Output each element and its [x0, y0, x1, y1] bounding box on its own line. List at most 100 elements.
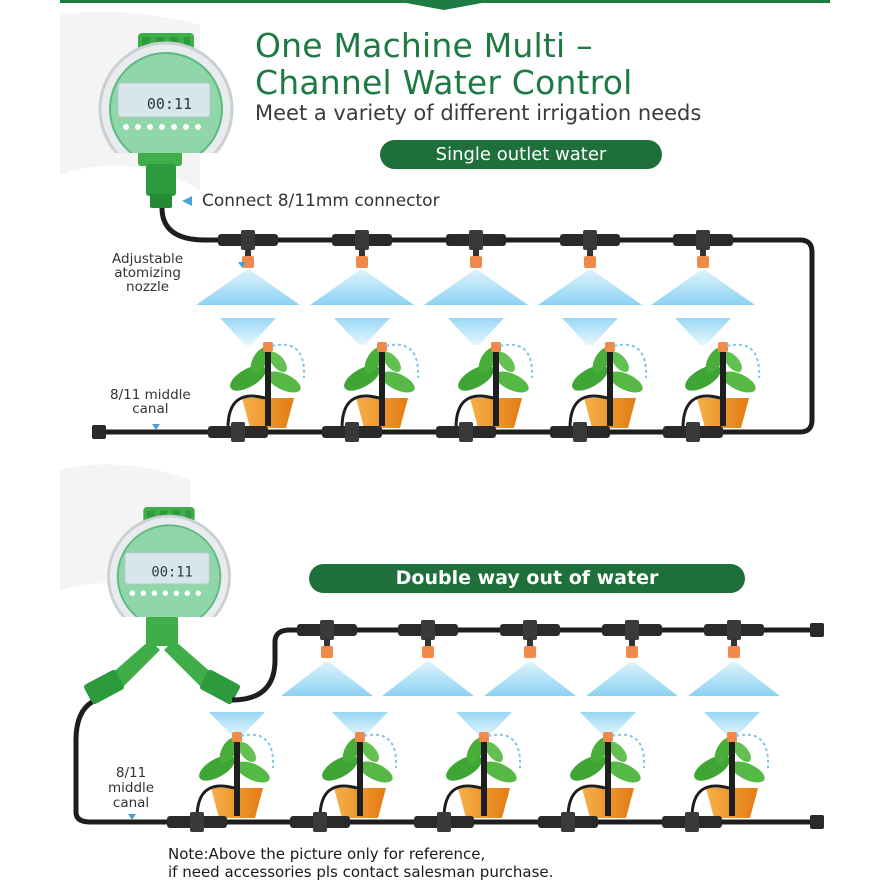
- nozzle-stem: [527, 638, 533, 646]
- drip-stake: [729, 738, 735, 816]
- stake-nozzle: [377, 342, 387, 352]
- canal-pointer-icon-2: [128, 814, 136, 820]
- mist-spray: [196, 270, 300, 305]
- feeder-tube: [454, 394, 494, 429]
- leaf-icon: [219, 737, 239, 763]
- water-arc: [487, 733, 522, 769]
- mist-spray-down: [332, 712, 388, 738]
- drip-stake: [607, 348, 613, 426]
- nozzle-icon: [321, 646, 333, 658]
- splitter-body: [146, 616, 178, 646]
- leaf-icon: [714, 737, 734, 763]
- nozzle-stem: [473, 248, 479, 256]
- mist-spray-down: [562, 318, 618, 345]
- leaf-icon: [466, 737, 486, 763]
- headline-line-2: Channel Water Control: [255, 63, 633, 102]
- nozzle-icon: [470, 256, 482, 268]
- leaf-icon: [590, 737, 610, 763]
- water-arc: [726, 343, 761, 379]
- double-outlet-badge: Double way out of water: [309, 564, 745, 593]
- leaf-icon: [483, 761, 517, 783]
- drip-stake: [493, 348, 499, 426]
- tee-connector-center: [469, 230, 483, 250]
- canal-label-double: 8/11 middle canal: [108, 766, 154, 811]
- leaf-icon: [364, 347, 384, 373]
- stake-nozzle: [491, 342, 501, 352]
- tee-connector-center: [625, 620, 639, 640]
- leaf-icon: [733, 742, 751, 762]
- mist-spray: [424, 270, 528, 305]
- mist-spray-down: [209, 712, 265, 738]
- nozzle-stem: [324, 638, 330, 646]
- canal-label-line: canal: [112, 795, 150, 811]
- drip-stake: [234, 738, 240, 816]
- leaf-icon: [495, 371, 529, 393]
- canal-label-single: 8/11 middle canal: [110, 388, 191, 416]
- water-arc: [271, 343, 306, 379]
- nozzle-stem: [245, 248, 251, 256]
- hose-end-cap: [92, 425, 106, 439]
- leaf-icon: [724, 352, 742, 372]
- mist-spray: [281, 662, 373, 696]
- leaf-icon: [478, 347, 498, 373]
- leaf-icon: [361, 742, 379, 762]
- water-timer-icon-2: 00:11: [107, 507, 231, 617]
- water-arc: [735, 733, 770, 769]
- stake-nozzle: [605, 342, 615, 352]
- leaf-icon: [592, 347, 612, 373]
- stake-nozzle: [263, 342, 273, 352]
- stake-nozzle: [603, 732, 613, 742]
- nozzle-icon: [356, 256, 368, 268]
- pointer-arrow-icon: [182, 196, 192, 206]
- tee-connector-center: [241, 230, 255, 250]
- hose-line: [100, 207, 815, 435]
- leaf-icon: [359, 761, 393, 783]
- feeder-tube: [318, 784, 358, 819]
- timer-display: 00:11: [147, 95, 192, 113]
- headline-line-1: One Machine Multi –: [255, 26, 593, 65]
- reference-note: Note:Above the picture only for referenc…: [168, 845, 553, 881]
- drip-stake: [481, 738, 487, 816]
- nozzle-label-line: Adjustable: [112, 251, 184, 267]
- lower-hose-end-cap: [810, 815, 824, 829]
- tee-connector-center: [320, 620, 334, 640]
- feeder-tube: [442, 784, 482, 819]
- tee-connector-center: [437, 812, 451, 832]
- water-timer-icon: 00:11: [98, 33, 234, 153]
- drip-stake: [265, 348, 271, 426]
- canal-label-line: middle: [108, 780, 155, 796]
- tee-connector-center: [190, 812, 204, 832]
- mist-spray: [651, 270, 755, 305]
- stake-nozzle: [718, 342, 728, 352]
- mist-spray: [382, 662, 474, 696]
- tee-connector-center: [696, 230, 710, 250]
- mist-spray-down: [448, 318, 504, 345]
- water-arc: [613, 343, 648, 379]
- feeder-tube: [568, 394, 608, 429]
- feeder-tube: [566, 784, 606, 819]
- tee-connector-center: [231, 422, 245, 442]
- mist-spray: [586, 662, 678, 696]
- nozzle-label: Adjustable atomizing nozzle: [112, 252, 183, 294]
- water-arc: [385, 343, 420, 379]
- leaf-icon: [269, 352, 287, 372]
- leaf-icon: [705, 347, 725, 373]
- nozzle-stem: [629, 638, 635, 646]
- tee-connector-center: [459, 422, 473, 442]
- connector-label: Connect 8/11mm connector: [202, 191, 440, 211]
- hose-connector-end: [150, 194, 172, 208]
- top-banner-notch: [390, 0, 498, 10]
- leaf-icon: [236, 761, 270, 783]
- nozzle-icon: [524, 646, 536, 658]
- stake-nozzle: [727, 732, 737, 742]
- nozzle-stem: [731, 638, 737, 646]
- mist-spray-down: [220, 318, 276, 345]
- tee-connector-center: [355, 230, 369, 250]
- splitter-left-valve: [84, 669, 124, 705]
- leaf-icon: [381, 371, 415, 393]
- nozzle-stem: [425, 638, 431, 646]
- leaf-icon: [611, 352, 629, 372]
- leaf-icon: [609, 371, 643, 393]
- tee-connector-center: [523, 620, 537, 640]
- leaf-icon: [238, 742, 256, 762]
